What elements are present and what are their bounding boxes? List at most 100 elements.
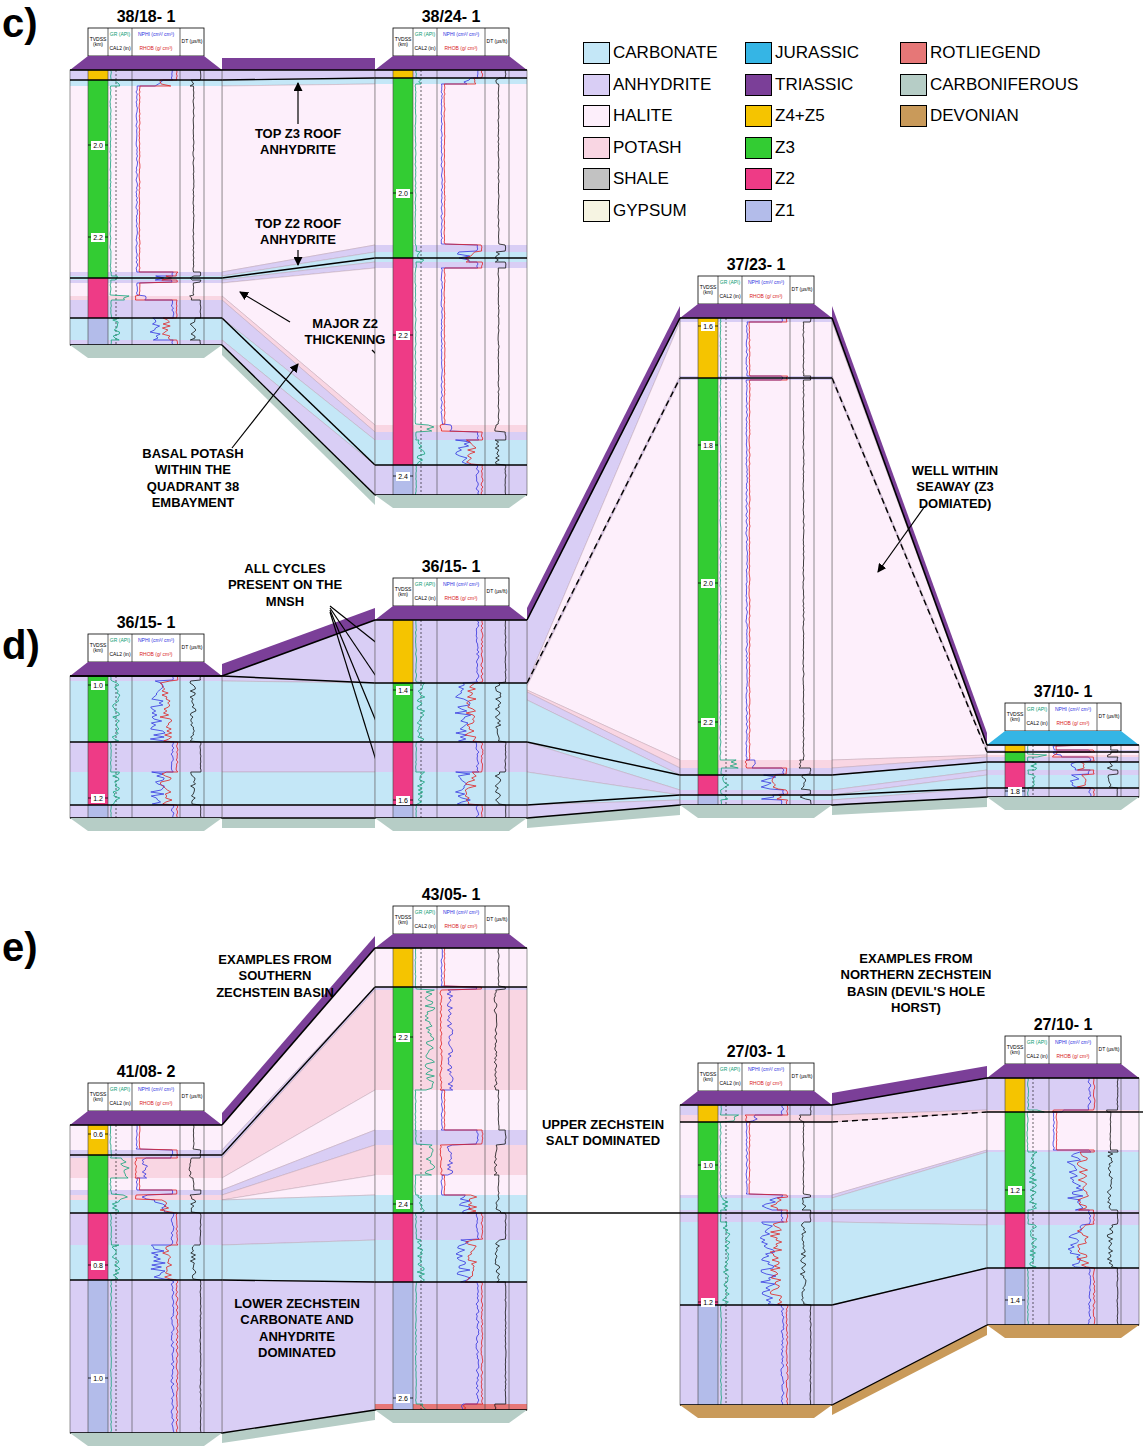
neutron-curve [136, 70, 174, 344]
sonic-curve [190, 70, 201, 344]
cycle-boundary [680, 1212, 832, 1213]
density-curve [745, 318, 788, 804]
cycle-boundary [375, 257, 527, 258]
depth-tick-mark [410, 1204, 413, 1205]
header-divider [437, 906, 438, 934]
cycle-boundary [70, 741, 222, 742]
log-header-box [698, 1063, 814, 1091]
track-border [204, 70, 205, 345]
callout-text: ALL CYCLES PRESENT ON THE MNSH [220, 561, 350, 610]
well-name: 43/05- 1 [375, 886, 527, 904]
column-outline [987, 745, 1139, 797]
track-border [204, 1125, 205, 1433]
well-log-column: 27/03- 1TVDSS (km)GR (API)CAL2 (in)NPHI … [680, 1043, 832, 1418]
cycle-boundary [527, 378, 680, 683]
neutron-curve [746, 318, 784, 804]
depth-tick-mark [715, 1302, 718, 1303]
legend-swatch [745, 168, 772, 190]
caliper-curve [726, 1105, 727, 1405]
well-log-column: 38/18- 1TVDSS (km)GR (API)CAL2 (in)NPHI … [70, 8, 222, 358]
gamma-ray-curve [1027, 1078, 1044, 1324]
column-outline [375, 620, 527, 818]
lithology-band [222, 805, 375, 818]
header-divider [132, 1083, 133, 1111]
density-curve [465, 620, 483, 817]
cycle-boundary [375, 947, 527, 948]
cycle-boundary [680, 1104, 832, 1105]
depth-tick: 1.4 [1008, 1296, 1022, 1305]
cycle-strip [393, 948, 413, 987]
depth-tick: 1.4 [396, 686, 410, 695]
log-header-box [393, 28, 509, 56]
depth-tick-mark [715, 583, 718, 584]
gamma-ray-curve [416, 620, 425, 817]
legend-swatch [745, 137, 772, 159]
log-header-label: NPHI (cm³/ cm³) [437, 28, 485, 42]
cycle-boundary [680, 377, 832, 378]
cycle-strip [88, 1155, 108, 1213]
legend-text: TRIASSIC [775, 74, 853, 96]
track-border [485, 948, 486, 1410]
track-border [108, 1125, 109, 1433]
track-border [1049, 745, 1050, 797]
well-log-graphic [375, 886, 527, 1423]
track-border [790, 1105, 791, 1405]
leader-arrow [297, 83, 298, 124]
neutron-curve [150, 676, 174, 817]
cycle-strip [393, 742, 413, 805]
cycle-boundary [70, 675, 222, 676]
depth-tick: 1.6 [701, 322, 715, 331]
basement-cap [987, 1325, 1139, 1338]
caliper-curve [116, 70, 117, 345]
gamma-ray-curve [415, 948, 435, 1410]
gamma-ray-curve [111, 676, 120, 817]
cycle-boundary [375, 1281, 527, 1282]
density-curve [135, 1125, 178, 1432]
callout-text: TOP Z2 ROOF ANHYDRITE [228, 216, 368, 249]
header-divider [413, 578, 414, 606]
log-header-label: DT (µs/ft) [485, 578, 509, 606]
column-outline [987, 1078, 1139, 1325]
cycle-strip [698, 1105, 718, 1122]
lithology-band [375, 805, 527, 818]
cycle-boundary [70, 79, 222, 80]
depth-tick-mark [715, 445, 718, 446]
cycle-boundary [70, 675, 222, 676]
callout-text: UPPER ZECHSTEIN SALT DOMINATED [530, 1117, 676, 1150]
log-header-label: RHOB (g/ cm³) [1049, 1050, 1097, 1064]
column-outline [375, 948, 527, 1410]
header-divider [790, 276, 791, 304]
depth-tick: 1.2 [91, 794, 105, 803]
depth-tick-mark [410, 193, 413, 194]
track-border [1121, 745, 1122, 797]
well-log-column: 36/15- 1TVDSS (km)GR (API)CAL2 (in)NPHI … [375, 558, 527, 831]
lithology-band [222, 1240, 375, 1282]
cycle-strip [393, 805, 413, 818]
cycle-boundary [70, 69, 222, 70]
depth-tick-mark [105, 145, 108, 146]
lithology-band [222, 620, 375, 683]
lithology-band [70, 1280, 222, 1433]
log-header-label: GR (API) [1025, 703, 1049, 717]
cycle-strip [1005, 745, 1025, 752]
log-header-label: RHOB (g/ cm³) [1049, 717, 1097, 731]
gamma-ray-curve [110, 70, 129, 344]
callout-text: EXAMPLES FROM SOUTHERN ZECHSTEIN BASIN [205, 952, 345, 1001]
track-border [698, 1105, 699, 1405]
depth-tick: 1.0 [91, 681, 105, 690]
track-border [88, 70, 89, 345]
well-name: 36/15- 1 [70, 614, 222, 632]
track-border [88, 1125, 89, 1433]
section-label: d) [2, 620, 62, 670]
correlation-line [832, 318, 987, 745]
cycle-boundary [375, 619, 527, 620]
column-outline [70, 676, 222, 818]
cycle-strip [393, 70, 413, 78]
log-header-box [698, 276, 814, 304]
depth-tick: 1.8 [1008, 787, 1022, 796]
track-border [485, 620, 486, 818]
basement-cap [70, 1433, 222, 1446]
depth-tick-mark [105, 237, 108, 238]
cycle-boundary [375, 804, 527, 805]
legend-swatch [583, 105, 610, 127]
